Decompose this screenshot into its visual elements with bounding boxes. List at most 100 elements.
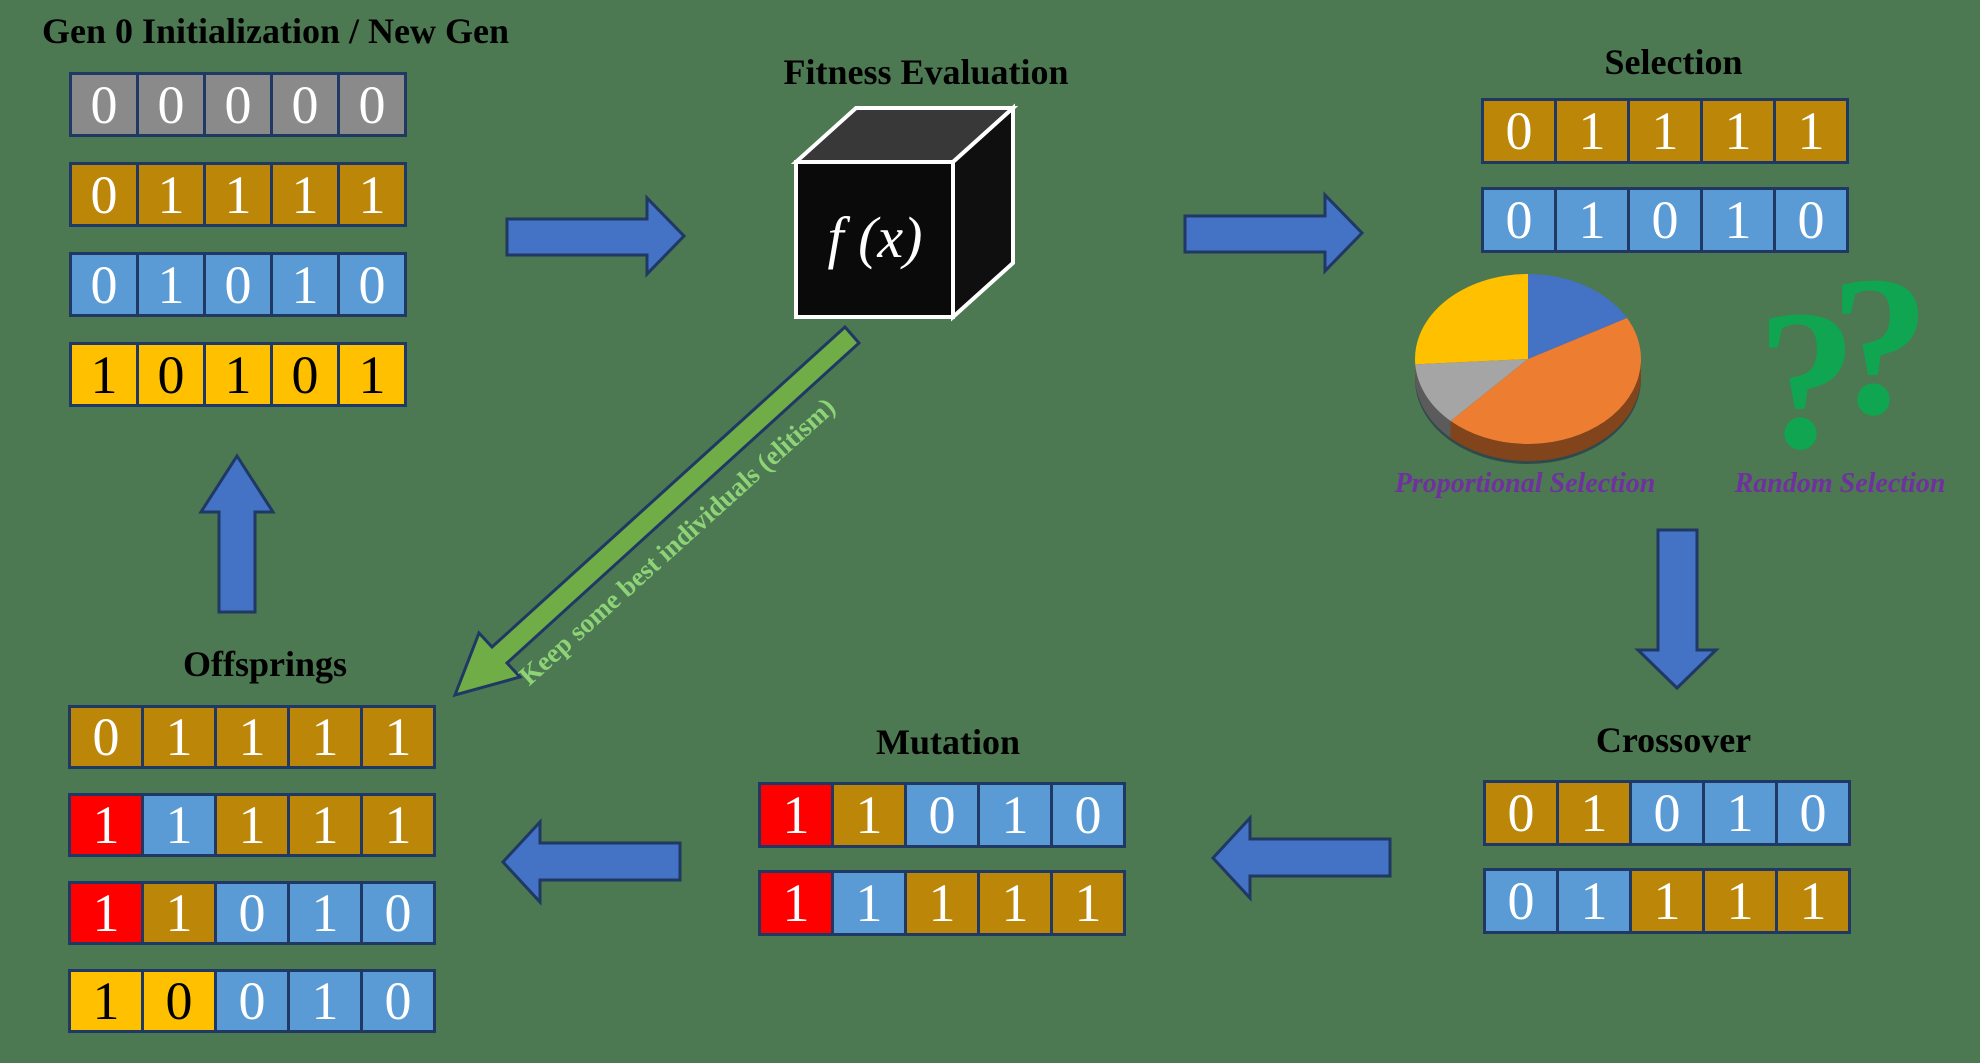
gene-cell: 1 xyxy=(214,705,290,769)
gene-cell: 1 xyxy=(1554,98,1630,164)
gene-cell: 0 xyxy=(337,72,407,137)
arrow-offsprings-to-gen0-icon xyxy=(198,453,276,614)
pie-slice-side-gray xyxy=(1415,364,1451,438)
question-mark-icon: ? xyxy=(1757,270,1857,491)
gene-cell: 1 xyxy=(977,782,1053,848)
gene-cell: 1 xyxy=(337,342,407,407)
gene-cell: 0 xyxy=(1481,187,1557,253)
gene-cell: 0 xyxy=(141,969,217,1033)
gene-cell: 0 xyxy=(203,72,273,137)
pie-slice-blue xyxy=(1528,274,1628,359)
arrow-mutation-to-offsprings-icon xyxy=(500,818,682,906)
gene-cell: 1 xyxy=(141,793,217,857)
gene-cell: 0 xyxy=(1483,868,1559,934)
pie-slice-yellow xyxy=(1415,274,1528,365)
gene-cell: 0 xyxy=(1773,187,1849,253)
gene-cell: 0 xyxy=(69,252,139,317)
gene-cell: 1 xyxy=(337,162,407,227)
gene-cell: 1 xyxy=(287,705,363,769)
gene-cell: 1 xyxy=(977,870,1053,936)
gene-cell: 1 xyxy=(360,793,436,857)
gene-cell: 1 xyxy=(270,162,340,227)
gene-cell: 0 xyxy=(360,969,436,1033)
gene-cell: 1 xyxy=(1700,98,1776,164)
gene-cell: 1 xyxy=(287,881,363,945)
elitism-label: Keep some best individuals (elitism) xyxy=(513,392,841,691)
random-selection-label: Random Selection xyxy=(1734,468,1946,499)
elitism-arrow-shape xyxy=(452,324,862,698)
gene-cell: 1 xyxy=(904,870,980,936)
down-arrow-shape xyxy=(1634,528,1720,691)
random-selection-question-marks-icon: ? ? xyxy=(1757,236,1930,491)
gene-cell: 1 xyxy=(1627,98,1703,164)
gene-cell: 0 xyxy=(1050,782,1126,848)
cube-function-label: f (x) xyxy=(828,205,923,270)
gene-cell: 0 xyxy=(214,881,290,945)
gene-cell: 1 xyxy=(1050,870,1126,936)
gene-cell: 1 xyxy=(1702,780,1778,846)
left-arrow-shape xyxy=(1210,814,1392,902)
gene-cell: 0 xyxy=(270,72,340,137)
arrow-crossover-to-mutation-icon xyxy=(1210,814,1392,902)
arrow-selection-to-crossover-icon xyxy=(1634,528,1720,691)
gene-cell: 0 xyxy=(270,342,340,407)
gene-cell: 1 xyxy=(270,252,340,317)
pie-slice-gray xyxy=(1415,359,1528,421)
fitness-title: Fitness Evaluation xyxy=(783,52,1069,92)
gene-cell: 1 xyxy=(1775,868,1851,934)
proportional-selection-label: Proportional Selection xyxy=(1394,468,1656,499)
gene-cell: 1 xyxy=(1629,868,1705,934)
fitness-cube-icon: f (x) xyxy=(790,103,1019,322)
gene-cell: 1 xyxy=(287,969,363,1033)
gene-cell: 1 xyxy=(1554,187,1630,253)
gene-cell: 1 xyxy=(69,342,139,407)
gene-cell: 1 xyxy=(287,793,363,857)
gene-cell: 0 xyxy=(1483,780,1559,846)
arrow-fitness-to-selection-icon xyxy=(1183,191,1365,275)
right-arrow-shape xyxy=(505,194,687,278)
elitism-arrow-icon: Keep some best individuals (elitism) xyxy=(452,324,862,698)
arrow-gen0-to-fitness-icon xyxy=(505,194,687,278)
gene-cell: 1 xyxy=(1700,187,1776,253)
question-mark-icon: ? xyxy=(1830,236,1930,457)
proportional-selection-pie-chart xyxy=(1415,274,1641,464)
gene-cell: 0 xyxy=(69,162,139,227)
gene-cell: 1 xyxy=(831,870,907,936)
cube-front-face xyxy=(794,160,955,319)
gene-cell: 0 xyxy=(214,969,290,1033)
gene-cell: 0 xyxy=(136,72,206,137)
gene-cell: 1 xyxy=(203,162,273,227)
gene-cell: 1 xyxy=(1556,780,1632,846)
gen0-title: Gen 0 Initialization / New Gen xyxy=(42,11,509,51)
gene-cell: 1 xyxy=(1773,98,1849,164)
pie-slice-orange xyxy=(1450,318,1641,444)
crossover-title: Crossover xyxy=(1595,720,1752,760)
gene-cell: 1 xyxy=(1702,868,1778,934)
pie-slice-side-orange xyxy=(1450,359,1641,461)
gene-cell: 0 xyxy=(360,881,436,945)
gene-cell: 0 xyxy=(337,252,407,317)
gene-cell: 1 xyxy=(758,782,834,848)
gene-cell: 1 xyxy=(141,705,217,769)
gene-cell: 1 xyxy=(68,969,144,1033)
gene-cell: 1 xyxy=(831,782,907,848)
gene-cell: 0 xyxy=(1481,98,1557,164)
gene-cell: 1 xyxy=(141,881,217,945)
gene-cell: 1 xyxy=(68,881,144,945)
